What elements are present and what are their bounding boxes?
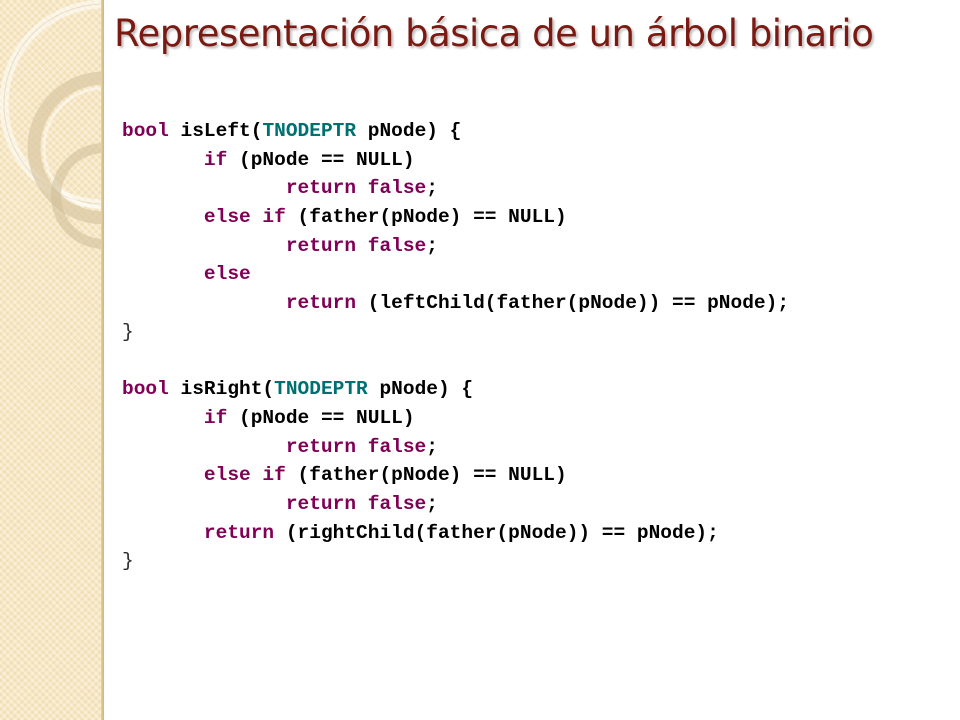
code-token-keyword: return false (285, 492, 427, 515)
code-token-text (122, 493, 286, 515)
code-token-keyword: return false (285, 177, 427, 200)
side-strip-edge (101, 0, 104, 720)
code-token-brace: } (122, 320, 134, 343)
code-line: bool isLeft(TNODEPTR pNode) { (122, 117, 789, 146)
code-line: bool isRight(TNODEPTR pNode) { (122, 375, 789, 404)
code-line: } (122, 318, 789, 347)
code-line: return (rightChild(father(pNode)) == pNo… (122, 519, 789, 548)
code-token-text: (rightChild(father(pNode)) == pNode); (274, 521, 719, 544)
code-token-text (122, 206, 204, 228)
code-line: else if (father(pNode) == NULL) (122, 461, 789, 490)
code-token-text: (pNode == NULL) (227, 148, 415, 171)
code-token-keyword: return (285, 292, 357, 315)
code-token-text: pNode) { (356, 120, 462, 142)
code-token-text (122, 292, 286, 314)
code-token-text: ; (426, 234, 438, 257)
code-token-text: ; (426, 492, 438, 515)
code-token-text (122, 436, 286, 458)
code-line: else (122, 260, 789, 289)
code-token-brace: } (122, 550, 134, 573)
code-token-keyword: else if (203, 206, 286, 229)
code-token-text (122, 407, 204, 429)
code-token-type: TNODEPTR (262, 120, 357, 142)
code-token-type: TNODEPTR (274, 378, 368, 401)
code-line: return false; (122, 490, 789, 519)
code-token-keyword: else (203, 263, 251, 286)
code-token-text: ; (426, 435, 438, 458)
code-token-keyword: if (203, 148, 228, 171)
code-token-keyword: return (203, 521, 275, 544)
code-token-text: (pNode == NULL) (227, 406, 415, 429)
code-token-text (122, 464, 204, 486)
slide-title: Representación básica de un árbol binari… (114, 12, 874, 55)
code-line: else if (father(pNode) == NULL) (122, 203, 789, 232)
code-line: if (pNode == NULL) (122, 146, 789, 175)
code-token-text (122, 235, 286, 257)
code-token-text (122, 177, 286, 199)
code-line: return false; (122, 174, 789, 203)
code-token-text (122, 149, 204, 171)
code-line: if (pNode == NULL) (122, 404, 789, 433)
code-line: } (122, 547, 789, 576)
code-token-keyword: if (203, 406, 228, 429)
code-token-keyword: bool (122, 378, 169, 401)
code-block: bool isLeft(TNODEPTR pNode) { if (pNode … (122, 117, 789, 576)
code-token-text: pNode) { (367, 378, 474, 401)
code-token-keyword: bool (122, 120, 169, 142)
code-token-text: (leftChild(father(pNode)) == pNode); (356, 292, 790, 315)
code-token-keyword: return false (285, 234, 427, 257)
code-line: return false; (122, 232, 789, 261)
code-token-text: (father(pNode) == NULL) (285, 206, 567, 229)
code-line: return false; (122, 433, 789, 462)
decorative-side-strip (0, 0, 104, 720)
code-blank-line (122, 347, 789, 376)
code-token-text: (father(pNode) == NULL) (285, 464, 567, 487)
code-token-text: ; (426, 177, 438, 200)
decorative-rings-graphic (0, 0, 104, 249)
code-token-keyword: return false (285, 435, 427, 458)
code-line: return (leftChild(father(pNode)) == pNod… (122, 289, 789, 318)
code-token-keyword: else if (203, 464, 286, 487)
code-token-text (122, 263, 204, 285)
code-token-text: isRight( (168, 378, 275, 401)
code-token-text (122, 522, 204, 544)
code-token-text: isLeft( (168, 120, 263, 142)
